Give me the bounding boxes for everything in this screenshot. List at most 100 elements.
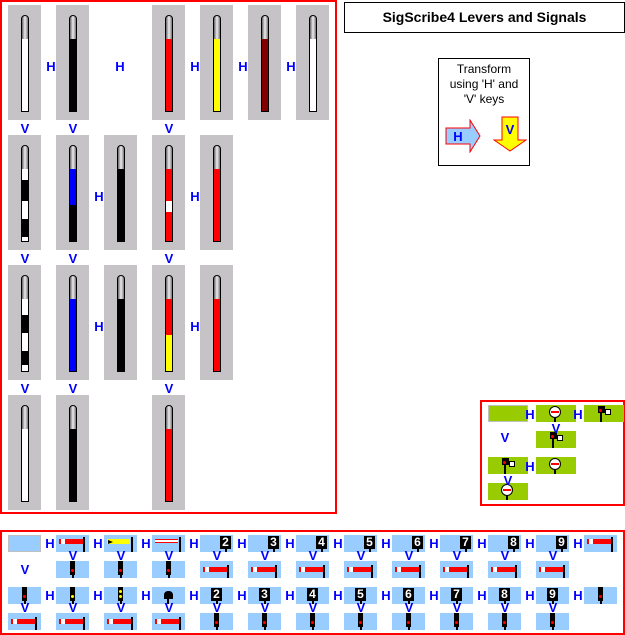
lever-black[interactable] xyxy=(56,395,89,510)
ground-signal-tile[interactable] xyxy=(488,457,528,474)
signal-tile[interactable] xyxy=(440,613,473,630)
signal-tile[interactable] xyxy=(152,587,185,604)
lever-white-chevron-black[interactable] xyxy=(8,135,41,250)
signal-tile[interactable] xyxy=(296,561,329,578)
h-arrow-label: H xyxy=(453,129,462,144)
signal-tile[interactable]: 9 xyxy=(536,535,569,552)
signal-tile[interactable] xyxy=(8,535,41,552)
v-arrow-icon: V xyxy=(493,116,527,152)
signal-tile[interactable] xyxy=(392,561,425,578)
lever-handle xyxy=(69,405,77,502)
signal-tile[interactable] xyxy=(344,561,377,578)
ground-signal-tile[interactable] xyxy=(488,483,528,500)
lever-white[interactable] xyxy=(296,5,329,120)
signal-tile[interactable]: 4 xyxy=(296,587,329,604)
signal-tile[interactable] xyxy=(536,561,569,578)
signal-post xyxy=(506,496,508,500)
signal-tile[interactable]: 3 xyxy=(248,587,281,604)
signal-tile[interactable] xyxy=(104,613,137,630)
h-transform-label: H xyxy=(45,536,55,551)
signal-tile[interactable] xyxy=(200,613,233,630)
signal-tile[interactable] xyxy=(488,613,521,630)
signal-tile[interactable]: 8 xyxy=(488,535,521,552)
ground-signal-tile[interactable] xyxy=(536,405,576,422)
ground-disc-icon xyxy=(501,484,513,496)
signal-tile[interactable]: 5 xyxy=(344,587,377,604)
signal-tile[interactable]: 2 xyxy=(200,587,233,604)
signal-tile[interactable] xyxy=(584,535,617,552)
signal-tile[interactable] xyxy=(104,535,137,552)
signal-tile[interactable] xyxy=(392,613,425,630)
signal-tile[interactable] xyxy=(488,561,521,578)
lever-cap xyxy=(22,276,28,299)
signal-tile[interactable]: 7 xyxy=(440,587,473,604)
lever-white[interactable] xyxy=(8,5,41,120)
signal-tile[interactable]: 6 xyxy=(392,587,425,604)
signal-tile[interactable]: 2 xyxy=(200,535,233,552)
lever-black[interactable] xyxy=(104,265,137,380)
signal-tile[interactable] xyxy=(296,613,329,630)
signal-tile[interactable] xyxy=(440,561,473,578)
signal-tile[interactable] xyxy=(584,587,617,604)
lever-red[interactable] xyxy=(200,135,233,250)
lever-black[interactable] xyxy=(104,135,137,250)
route-number-icon: 3 xyxy=(268,536,279,549)
red-light-icon xyxy=(310,613,315,627)
lever-black-chevron-white[interactable] xyxy=(8,265,41,380)
lever-red[interactable] xyxy=(152,5,185,120)
lever-body-segment xyxy=(70,169,76,205)
ground-signal-tile[interactable] xyxy=(584,405,624,422)
lever-red-over-yellow[interactable] xyxy=(152,265,185,380)
signal-tile[interactable]: 3 xyxy=(248,535,281,552)
signal-tile[interactable]: 9 xyxy=(536,587,569,604)
signal-tile[interactable]: 7 xyxy=(440,535,473,552)
route-number-icon: 2 xyxy=(211,588,222,601)
signal-tile[interactable] xyxy=(8,613,41,630)
signal-tile[interactable] xyxy=(248,561,281,578)
signal-tile[interactable] xyxy=(248,613,281,630)
v-transform-label: V xyxy=(20,251,30,266)
lever-body-segment xyxy=(22,201,28,220)
lever-blue[interactable] xyxy=(56,265,89,380)
signal-tile[interactable] xyxy=(56,561,89,578)
signal-tile[interactable] xyxy=(56,613,89,630)
signal-tile[interactable] xyxy=(56,587,89,604)
signal-tile[interactable] xyxy=(200,561,233,578)
lever-blue-over-black[interactable] xyxy=(56,135,89,250)
signal-tile[interactable]: 5 xyxy=(344,535,377,552)
signal-tile[interactable] xyxy=(104,561,137,578)
signal-tile[interactable]: 6 xyxy=(392,535,425,552)
v-transform-label: V xyxy=(356,600,366,615)
signal-tile[interactable] xyxy=(152,561,185,578)
signal-tile[interactable] xyxy=(152,613,185,630)
signal-tile[interactable]: 4 xyxy=(296,535,329,552)
ground-signal-tile[interactable] xyxy=(488,405,528,422)
lever-yellow[interactable] xyxy=(200,5,233,120)
ground-signal-tile[interactable] xyxy=(536,431,576,448)
lever-red-white-band[interactable] xyxy=(152,135,185,250)
signal-tile[interactable] xyxy=(536,613,569,630)
position-light-icon xyxy=(598,406,605,413)
lever-maroon[interactable] xyxy=(248,5,281,120)
signal-tile[interactable] xyxy=(344,613,377,630)
lever-cap xyxy=(166,16,172,39)
signal-tile[interactable]: 8 xyxy=(488,587,521,604)
lever-black[interactable] xyxy=(56,5,89,120)
lever-handle xyxy=(69,145,77,242)
lever-white[interactable] xyxy=(8,395,41,510)
arm-stripe xyxy=(205,567,209,572)
ground-signal-tile[interactable] xyxy=(536,457,576,474)
home-arm xyxy=(59,539,83,544)
levers-panel xyxy=(0,0,337,514)
lever-red[interactable] xyxy=(152,395,185,510)
signal-tile[interactable] xyxy=(152,535,185,552)
lever-cap xyxy=(214,16,220,39)
position-light-icon xyxy=(550,432,557,439)
signal-tile[interactable] xyxy=(104,587,137,604)
signal-tile[interactable] xyxy=(8,587,41,604)
signal-tile[interactable] xyxy=(56,535,89,552)
signal-post xyxy=(83,537,85,552)
lever-red[interactable] xyxy=(200,265,233,380)
signal-post xyxy=(554,418,556,422)
disc-bar xyxy=(503,489,511,491)
